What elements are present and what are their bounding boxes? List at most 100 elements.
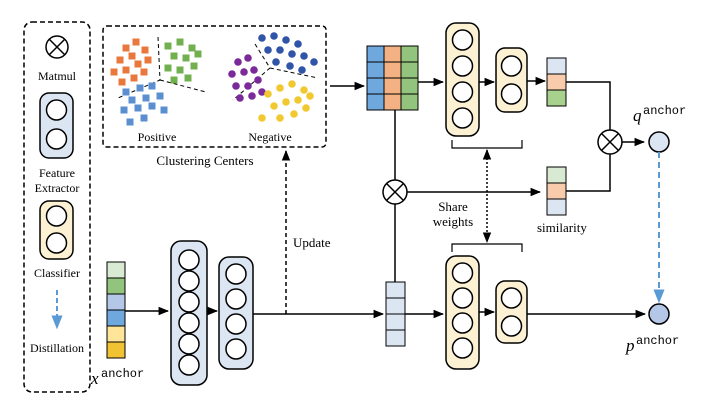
negative-point	[282, 36, 290, 44]
negative-point	[254, 76, 262, 84]
bottom-classifier-layer-2	[495, 280, 528, 344]
negative-point	[270, 32, 278, 40]
q-anchor-node	[648, 131, 670, 153]
positive-point	[132, 38, 140, 46]
feature-extractor-icon	[39, 92, 74, 159]
positive-point	[164, 42, 172, 50]
classifier-icon	[39, 200, 74, 260]
cluster-center-matrix	[366, 45, 419, 111]
negative-point	[236, 94, 244, 102]
share-weights-indicator	[451, 140, 523, 252]
negative-point	[288, 50, 296, 58]
matmul-icon	[45, 35, 69, 59]
feature-vector	[385, 281, 406, 347]
positive-point	[142, 94, 150, 102]
positive-point	[128, 96, 136, 104]
negative-point	[294, 96, 302, 104]
negative-point	[250, 66, 258, 74]
x-anchor-symbol: x	[90, 369, 99, 388]
top-classifier-layer-2	[495, 47, 528, 113]
positive-point	[134, 60, 142, 68]
negative-point	[298, 66, 306, 74]
matmul-node-right	[597, 129, 623, 155]
negative-point	[300, 86, 308, 94]
share-weights-label-2: weights	[433, 214, 473, 229]
positive-point	[184, 74, 192, 82]
positive-point	[110, 68, 118, 76]
negative-point	[272, 58, 280, 66]
positive-point	[176, 38, 184, 46]
positive-point	[148, 102, 156, 110]
legend-classifier-label: Classifier	[34, 266, 80, 280]
negative-point	[276, 84, 284, 92]
positive-point	[176, 66, 184, 74]
positive-point	[118, 78, 126, 86]
positive-label: Positive	[138, 130, 177, 144]
positive-point	[130, 74, 138, 82]
positive-point	[182, 54, 190, 62]
negative-point	[258, 88, 266, 96]
positive-point	[140, 68, 148, 76]
share-weights-label-1: Share	[438, 199, 468, 214]
legend-distillation-label: Distillation	[30, 341, 84, 355]
negative-point	[294, 40, 302, 48]
positive-point	[148, 82, 156, 90]
feature-extractor-layer-2	[218, 256, 254, 370]
negative-point	[228, 70, 236, 78]
cluster-scatter	[110, 32, 318, 126]
negative-point	[276, 114, 284, 122]
positive-point	[128, 52, 136, 60]
positive-point	[120, 106, 128, 114]
negative-point	[258, 114, 266, 122]
negative-label: Negative	[248, 130, 291, 144]
positive-point	[126, 118, 134, 126]
negative-point	[270, 102, 278, 110]
matmul-node-center	[382, 179, 408, 205]
negative-point	[290, 110, 298, 118]
negative-point	[264, 90, 272, 98]
negative-point	[288, 80, 296, 88]
negative-point	[264, 46, 272, 54]
update-label: Update	[293, 235, 331, 250]
positive-point	[122, 66, 130, 74]
negative-point	[248, 92, 256, 100]
feature-extractor-layer-1	[170, 240, 208, 386]
negative-point	[234, 58, 242, 66]
negative-point	[282, 98, 290, 106]
negative-point	[276, 46, 284, 54]
positive-point	[134, 104, 142, 112]
positive-point	[116, 56, 124, 64]
legend-feature-label-2: Extractor	[35, 181, 80, 195]
positive-point	[122, 88, 130, 96]
negative-point	[244, 54, 252, 62]
top-classifier-layer-1	[445, 22, 480, 137]
negative-point	[310, 58, 318, 66]
x-anchor-superscript: anchor	[101, 367, 144, 381]
negative-point	[302, 104, 310, 112]
positive-point	[160, 106, 168, 114]
negative-point	[244, 82, 252, 90]
similarity-vector	[546, 166, 567, 216]
positive-point	[136, 84, 144, 92]
negative-point	[240, 68, 248, 76]
similarity-label: similarity	[537, 220, 587, 235]
negative-point	[306, 92, 314, 100]
positive-point	[190, 62, 198, 70]
clustering-centers-panel: Positive Negative	[102, 25, 327, 148]
positive-point	[170, 52, 178, 60]
negative-point	[300, 52, 308, 60]
input-vector-x	[106, 261, 126, 359]
positive-point	[140, 114, 148, 122]
bottom-classifier-layer-1	[445, 255, 480, 370]
negative-point	[258, 34, 266, 42]
top-logits-vector	[546, 57, 567, 107]
positive-point	[141, 46, 149, 54]
clustering-centers-caption: Clustering Centers	[156, 153, 253, 168]
p-anchor-superscript: anchor	[636, 334, 679, 348]
q-anchor-superscript: anchor	[643, 104, 686, 118]
negative-point	[232, 82, 240, 90]
q-anchor-symbol: q	[633, 106, 642, 125]
positive-point	[164, 64, 172, 72]
positive-point	[156, 92, 164, 100]
